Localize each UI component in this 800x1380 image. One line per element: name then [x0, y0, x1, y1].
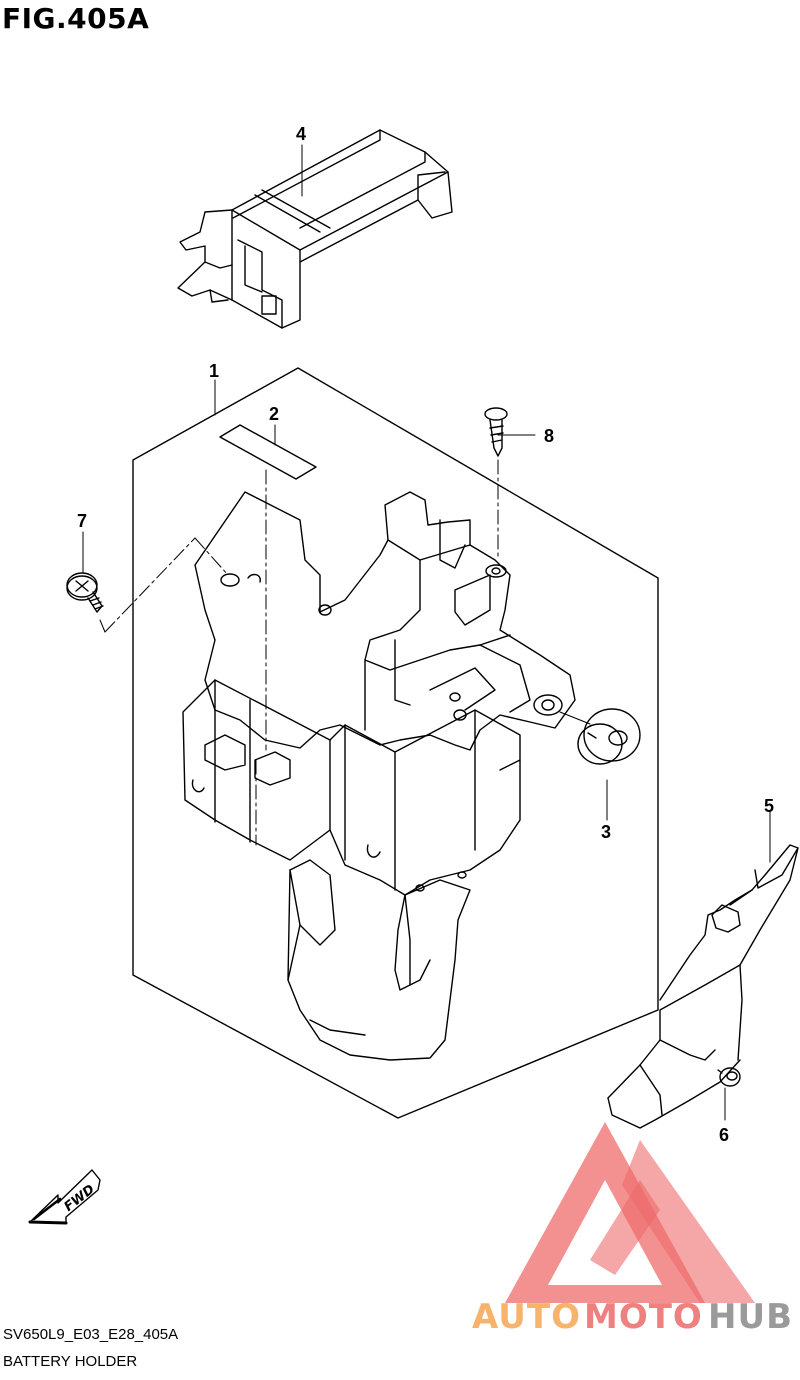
fwd-label: FWD: [62, 1182, 98, 1215]
figure-name: BATTERY HOLDER: [3, 1353, 138, 1370]
callout-7: 7: [77, 511, 87, 531]
part-3-grommet: [577, 708, 641, 765]
center-lines: [104, 459, 499, 846]
part-1-battery-holder: [182, 491, 576, 1061]
part-1-group-box: [132, 367, 659, 1119]
part-4-cover: [177, 129, 453, 329]
callout-6: 6: [719, 1125, 729, 1145]
part-7-bolt: [66, 572, 104, 613]
figure-title: FIG.405A: [2, 2, 150, 35]
callout-4: 4: [296, 124, 306, 144]
callout-5: 5: [764, 796, 774, 816]
part-2-label: [219, 424, 317, 480]
callout-2: 2: [269, 404, 279, 424]
automotohub-watermark-logo: AUTO MOTO HUB: [472, 1122, 793, 1337]
fwd-arrow-icon: FWD: [28, 1169, 101, 1225]
watermark-hub: HUB: [708, 1297, 793, 1337]
watermark-moto: MOTO: [584, 1297, 703, 1337]
callout-8: 8: [544, 426, 554, 446]
leader-lines: [82, 144, 771, 1121]
part-6-fastener: [717, 1067, 741, 1087]
part-5-side-cover: [607, 844, 799, 1129]
watermark-auto: AUTO: [472, 1297, 581, 1337]
callout-3: 3: [601, 822, 611, 842]
figure-code: SV650L9_E03_E28_405A: [3, 1326, 179, 1343]
callout-1: 1: [209, 361, 219, 381]
callout-labels: 1 2 3 4 5 6 7 8: [77, 124, 774, 1145]
part-8-screw: [484, 407, 508, 457]
